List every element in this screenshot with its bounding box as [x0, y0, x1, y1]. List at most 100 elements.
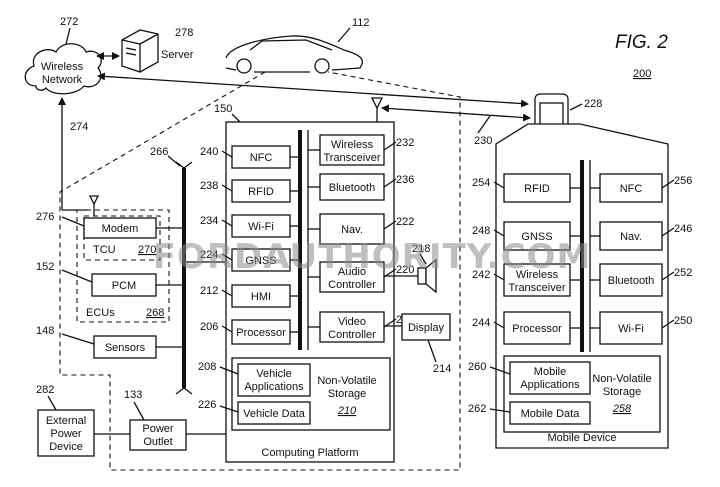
cloud-label-line2: Network	[42, 74, 83, 86]
cloud-label-line1: Wireless	[41, 61, 84, 73]
module-ref: 220	[396, 264, 414, 276]
bus-end-bottom	[183, 387, 193, 395]
ref-266: 266	[150, 146, 168, 158]
tcu-antenna-icon	[88, 195, 100, 216]
leader-line	[167, 155, 181, 167]
module-ref: 248	[472, 225, 490, 237]
module-label: RFID	[248, 186, 274, 198]
platform-left-modules: NFC240RFID238Wi-Fi234GNSS224HMI212Proces…	[200, 145, 300, 345]
display-label: Display	[408, 322, 445, 334]
module-label: NFC	[250, 152, 273, 164]
module-label-line1: Audio	[338, 266, 366, 278]
vehicle-storage-ref: 210	[337, 405, 357, 417]
module-ref: 236	[396, 174, 414, 186]
server-label: Server	[161, 49, 194, 61]
ref-150: 150	[214, 103, 232, 115]
module-label: Bluetooth	[608, 275, 654, 287]
module-ref: 246	[674, 223, 692, 235]
leader-line	[383, 141, 397, 151]
module-label: GNSS	[245, 255, 276, 267]
ref-230: 230	[474, 135, 492, 147]
leader-line	[61, 333, 95, 345]
external-power-line1: External	[46, 415, 86, 427]
module-label-line2: Transceiver	[508, 282, 565, 294]
mobile-storage-ref: 258	[612, 403, 632, 415]
module-box	[503, 311, 571, 345]
module-ref: 250	[674, 315, 692, 327]
leader-line	[493, 229, 505, 237]
leader-line	[661, 227, 675, 237]
mobile-data-label: Mobile Data	[521, 408, 581, 420]
ref-276: 276	[36, 211, 54, 223]
leader-line	[133, 401, 145, 421]
leader-line	[65, 27, 71, 45]
leader-line	[661, 179, 675, 189]
module-box	[599, 221, 663, 251]
modem-label: Modem	[102, 223, 139, 235]
cloud-ref: 272	[60, 16, 78, 28]
module-label-line2: Controller	[328, 329, 376, 341]
leader-line	[569, 103, 583, 111]
power-outlet-line1: Power	[142, 423, 174, 435]
vehicle-storage-line2: Storage	[328, 388, 367, 400]
vehicle-data-ref: 226	[198, 399, 216, 411]
mobile-applications-line1: Mobile	[534, 366, 566, 378]
speaker-icon	[417, 258, 437, 294]
module-label: NFC	[620, 183, 643, 195]
module-ref: 212	[200, 285, 218, 297]
power-outlet-box	[129, 419, 187, 451]
leader-line	[477, 115, 491, 134]
vehicle-data-label: Vehicle Data	[243, 408, 306, 420]
module-box	[319, 134, 385, 166]
watermark-text: FORDAUTHORITY.COM	[153, 237, 592, 277]
mobile-applications-line2: Applications	[520, 379, 580, 391]
leader-line	[493, 273, 505, 281]
vehicle-applications-line1: Vehicle	[256, 368, 291, 380]
module-label: Processor	[512, 323, 562, 335]
mobile-applications-ref: 260	[468, 361, 486, 373]
module-label-line1: Video	[338, 316, 366, 328]
module-label: Nav.	[341, 224, 363, 236]
leader-line	[221, 184, 233, 192]
leader-line	[221, 253, 233, 261]
module-ref: 254	[472, 177, 490, 189]
module-label-line2: Controller	[328, 279, 376, 291]
module-box	[231, 319, 291, 345]
sensors-label: Sensors	[105, 342, 146, 354]
leader-line	[221, 150, 233, 158]
ref-282: 282	[36, 384, 54, 396]
module-box	[599, 311, 663, 345]
leader-line	[489, 408, 511, 413]
figure-label: FIG. 2	[615, 32, 668, 53]
pcm-label: PCM	[112, 280, 136, 292]
vehicle-applications-ref: 208	[198, 361, 216, 373]
mobile-data-ref: 262	[468, 403, 486, 415]
module-ref: 238	[200, 180, 218, 192]
module-ref: 222	[396, 216, 414, 228]
phone-ref: 228	[584, 98, 602, 110]
vehicle-storage-line1: Non-Volatile	[317, 375, 376, 387]
module-label-line1: Wireless	[331, 139, 374, 151]
computing-platform-title: Computing Platform	[261, 447, 358, 459]
server-ref: 278	[175, 27, 193, 39]
module-label: Nav.	[620, 231, 642, 243]
module-box	[599, 173, 663, 203]
module-label: Processor	[236, 327, 286, 339]
display-ref: 214	[433, 363, 451, 375]
module-ref: 256	[674, 175, 692, 187]
bus-end-top	[183, 161, 193, 169]
tcu-ref: 270	[138, 244, 156, 256]
module-ref: 240	[200, 146, 218, 158]
leader-line	[427, 339, 437, 363]
platform-phone-link	[381, 104, 531, 122]
ecus-ref: 268	[146, 307, 164, 319]
module-ref: 232	[396, 137, 414, 149]
module-ref: 224	[200, 249, 218, 261]
network-phone-link	[97, 72, 529, 108]
external-power-line2: Power	[50, 428, 82, 440]
ref-152: 152	[36, 261, 54, 273]
mobile-data-box	[509, 401, 591, 425]
vehicle-icon	[225, 35, 364, 74]
module-label: Wi-Fi	[618, 323, 644, 335]
